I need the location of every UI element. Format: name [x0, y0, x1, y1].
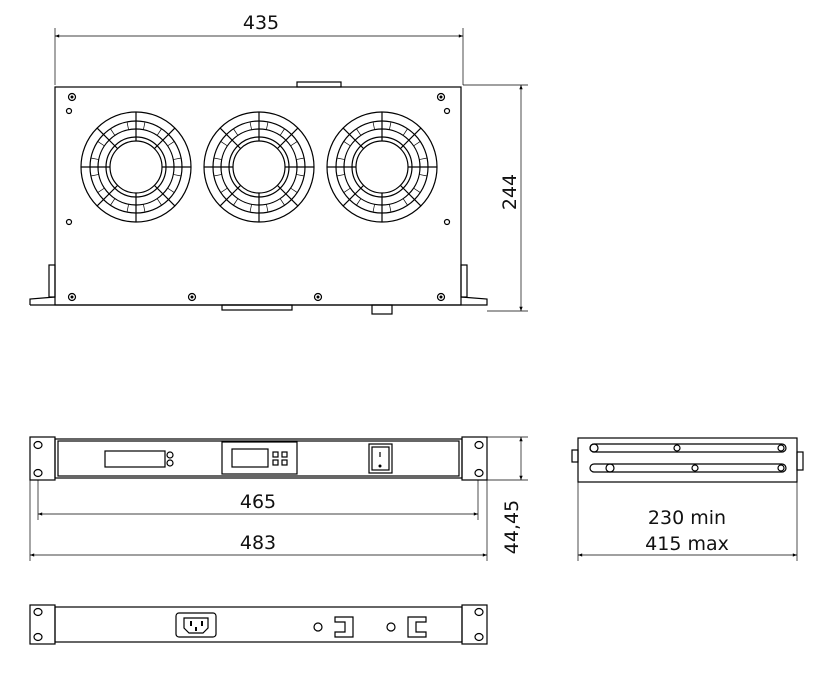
- dim-top-width: 435: [243, 12, 279, 34]
- dim-front-overall-width: 483: [240, 532, 276, 554]
- bracket: [334, 616, 354, 638]
- screw-icon: [187, 292, 197, 302]
- dim-top-depth: 244: [499, 174, 521, 210]
- top-panel: [54, 86, 462, 306]
- display-window: [104, 450, 166, 468]
- screw-icon: [67, 92, 77, 102]
- rear-view: [29, 604, 488, 645]
- side-view: 230 min 415 max: [571, 437, 804, 561]
- mounting-flange: [29, 296, 488, 306]
- screw-icon: [436, 92, 446, 102]
- power-switch: [368, 443, 393, 474]
- screw-icon: [67, 292, 77, 302]
- fan-guard: [203, 111, 315, 223]
- mount-hole: [443, 218, 451, 226]
- screw-icon: [436, 292, 446, 302]
- dim-height: 44,45: [501, 500, 523, 554]
- top-view: 435 244: [29, 12, 528, 315]
- iec-power-inlet: [175, 612, 217, 638]
- fan-guard: [326, 111, 438, 223]
- screw-icon: [313, 292, 323, 302]
- mount-hole: [65, 218, 73, 226]
- dim-depth-max: 415 max: [645, 533, 729, 555]
- bracket: [407, 616, 427, 638]
- led-indicator: [166, 459, 174, 467]
- front-view: 465 483 44,45: [29, 436, 528, 561]
- fan-guard: [80, 111, 192, 223]
- mount-hole: [443, 107, 451, 115]
- dim-depth-min: 230 min: [648, 507, 726, 529]
- thermostat-controller: [221, 441, 298, 475]
- led-indicator: [166, 451, 174, 459]
- dim-front-inner-width: 465: [240, 491, 276, 513]
- mount-hole: [65, 107, 73, 115]
